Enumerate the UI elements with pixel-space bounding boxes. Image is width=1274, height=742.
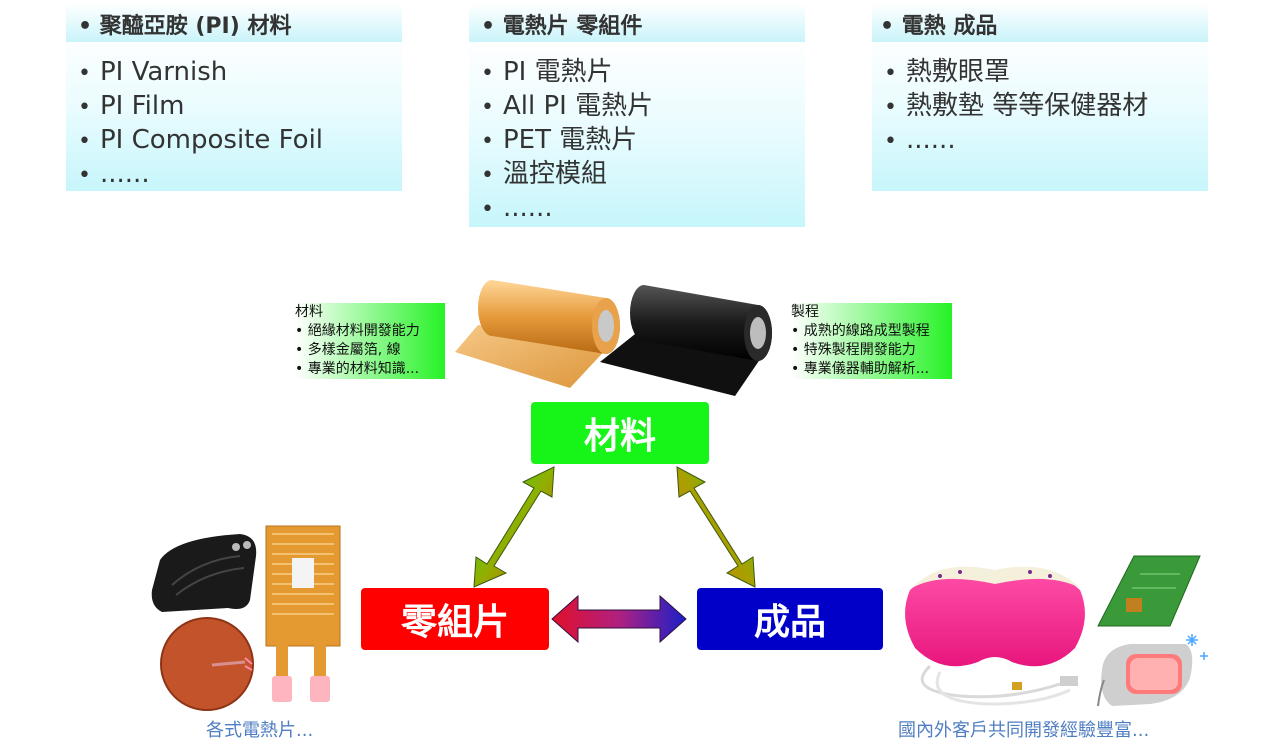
process-note: 製程 • 成熟的線路成型製程 • 特殊製程開發能力 • 專業儀器輔助解析... <box>791 303 952 379</box>
note-title: 材料 <box>295 304 323 320</box>
card-pi-material: • 聚醯亞胺 (PI) 材料 PI Varnish PI Film PI Com… <box>66 4 402 191</box>
list-item: PI Film <box>78 90 323 124</box>
list-item: PI Composite Foil <box>78 124 323 158</box>
list-item: PI 電熱片 <box>481 56 653 90</box>
list-item: 熱敷眼罩 <box>884 56 1148 90</box>
caption-products: 國內外客戶共同開發經驗豐富... <box>898 720 1150 741</box>
node-label: 零組片 <box>400 602 509 643</box>
node-component: 零組片 <box>361 588 549 650</box>
round-heater-pad <box>160 617 254 711</box>
material-note: 材料 • 絕緣材料開發能力 • 多樣金屬箔, 線 • 專業的材料知識... <box>295 303 445 379</box>
card-header <box>469 4 805 42</box>
note-item: • 專業儀器輔助解析... <box>791 361 930 377</box>
list-item: All PI 電熱片 <box>481 90 653 124</box>
black-heater-pad <box>151 534 257 612</box>
card-list: 熱敷眼罩 熱敷墊 等等保健器材 ...... <box>884 56 1148 158</box>
node-label: 成品 <box>753 602 826 643</box>
list-item: 熱敷墊 等等保健器材 <box>884 90 1148 124</box>
card-list: PI 電熱片 All PI 電熱片 PET 電熱片 溫控模組 ...... <box>481 56 653 226</box>
card-heating-products: • 電熱 成品 熱敷眼罩 熱敷墊 等等保健器材 ...... <box>872 4 1208 191</box>
note-item: • 特殊製程開發能力 <box>791 342 916 358</box>
node-label: 材料 <box>583 416 656 457</box>
note-item: • 成熟的線路成型製程 <box>791 323 930 339</box>
arrow-material-product <box>676 466 756 588</box>
caption-heater-pads: 各式電熱片... <box>206 720 314 741</box>
card-list: PI Varnish PI Film PI Composite Foil ...… <box>78 56 323 192</box>
note-item: • 專業的材料知識... <box>295 361 420 377</box>
heater-device <box>1097 644 1193 707</box>
list-item: ...... <box>884 124 1148 158</box>
pi-film-roll-black <box>600 285 772 396</box>
list-item: PET 電熱片 <box>481 124 653 158</box>
note-title: 製程 <box>791 304 819 320</box>
arrow-component-product <box>551 594 687 644</box>
list-item: PI Varnish <box>78 56 323 90</box>
node-product: 成品 <box>697 588 883 650</box>
card-heater-components: • 電熱片 零組件 PI 電熱片 All PI 電熱片 PET 電熱片 溫控模組… <box>469 4 805 227</box>
card-title: • 電熱 成品 <box>880 14 998 39</box>
note-item: • 多樣金屬箔, 線 <box>295 342 401 358</box>
card-header <box>66 4 402 42</box>
card-title: • 聚醯亞胺 (PI) 材料 <box>78 14 292 39</box>
arrow-material-component <box>473 466 555 588</box>
node-material: 材料 <box>531 402 709 464</box>
snowflake-icon <box>1186 634 1208 660</box>
list-item: 溫控模組 <box>481 158 653 192</box>
pcb-module <box>1097 555 1201 627</box>
card-header <box>872 4 1208 42</box>
list-item: ...... <box>78 158 323 192</box>
heated-eye-mask <box>905 566 1085 706</box>
list-item: ...... <box>481 192 653 226</box>
pi-film-roll-orange <box>455 280 620 388</box>
note-item: • 絕緣材料開發能力 <box>295 323 420 339</box>
card-title: • 電熱片 零組件 <box>481 14 643 39</box>
serpentine-heater-strip <box>265 525 341 702</box>
